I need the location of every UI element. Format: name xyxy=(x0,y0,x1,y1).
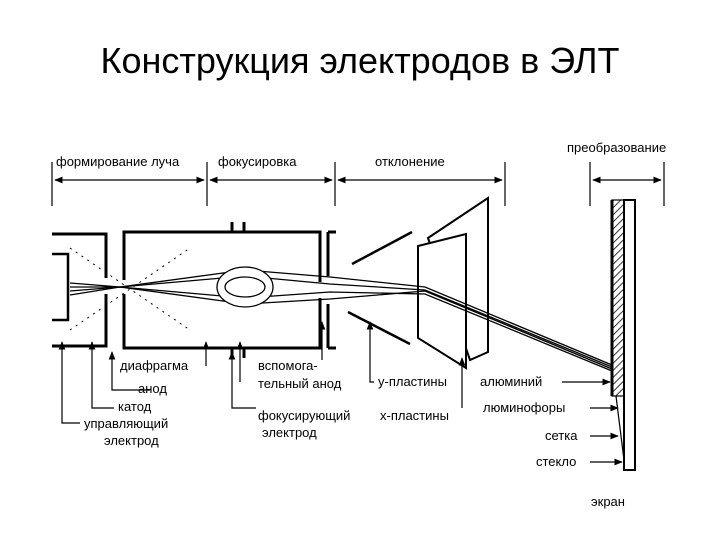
section-brackets xyxy=(51,162,665,206)
label-glass: стекло xyxy=(536,454,576,469)
x-plates xyxy=(417,196,489,370)
y-plate-bottom xyxy=(347,310,411,346)
label-anode: анод xyxy=(138,381,167,396)
pointer-lines xyxy=(58,321,623,466)
electron-beam xyxy=(69,266,613,372)
label-x-plates: х-пластины xyxy=(380,408,449,423)
label-phosphors: люминофоры xyxy=(483,400,565,415)
label-screen: экран xyxy=(591,494,625,509)
label-aux-anode-1: вспомога- xyxy=(258,358,318,373)
section-label-focusing: фокусировка xyxy=(218,154,297,169)
y-plate-top xyxy=(351,230,413,266)
label-y-plates: у-пластины xyxy=(378,374,447,389)
label-cathode: катод xyxy=(118,399,152,414)
screen xyxy=(610,199,636,471)
label-focusing-electrode-2: электрод xyxy=(262,425,317,440)
label-mesh: сетка xyxy=(545,428,578,443)
label-aux-anode-2: тельный анод xyxy=(258,376,342,391)
section-label-conversion: преобразование xyxy=(567,140,666,155)
control-electrode xyxy=(52,232,108,278)
section-label-beam-forming: формирование луча xyxy=(56,154,180,169)
screen-mesh-layer xyxy=(611,199,625,397)
label-focusing-electrode-1: фокусирующий xyxy=(258,408,350,423)
cathode xyxy=(52,252,70,322)
label-aluminium: алюминий xyxy=(480,374,542,389)
screen-glass xyxy=(623,199,636,471)
label-diaphragm: диафрагма xyxy=(120,358,189,373)
section-label-deflection: отклонение xyxy=(375,154,445,169)
label-control-electrode-2: электрод xyxy=(104,433,159,448)
anode xyxy=(122,230,210,280)
page-title: Конструкция электродов в ЭЛТ xyxy=(100,40,620,81)
label-control-electrode-1: управляющий xyxy=(84,416,168,431)
